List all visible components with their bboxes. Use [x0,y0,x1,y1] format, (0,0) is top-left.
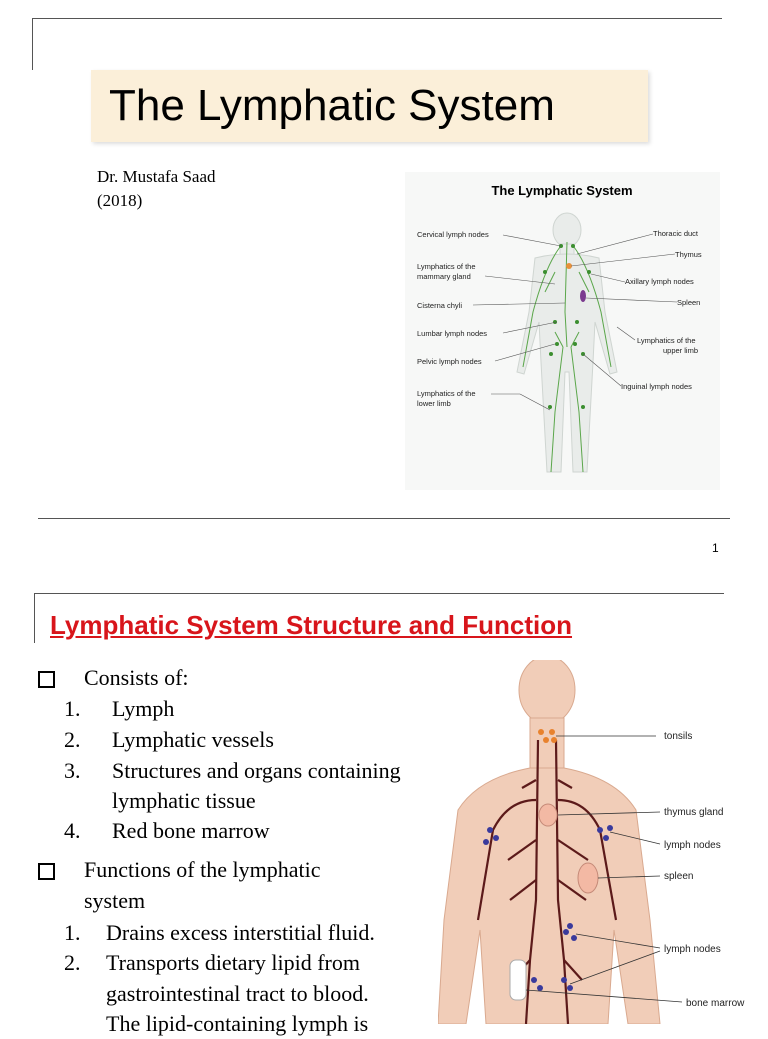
page-number: 1 [712,541,719,555]
svg-text:lower limb: lower limb [417,399,451,408]
list-item: Structures and organs containing [112,758,401,783]
label-lymph-nodes: lymph nodes [664,944,721,955]
checkbox-bullet-icon [38,863,55,880]
author-name: Dr. Mustafa Saad [97,167,216,186]
slide2-top-divider [34,593,724,594]
lymph-nodes [543,244,591,409]
lymph-node-clusters [483,825,613,991]
slide-title-box: The Lymphatic System [91,70,648,142]
list-item: Lymphatic vessels [112,727,274,752]
label-thymus-gland: thymus gland [664,807,723,818]
left-divider [32,18,33,70]
label-bone-marrow: bone marrow [686,998,745,1009]
leader-lines [472,233,678,411]
svg-text:Thymus: Thymus [675,250,702,259]
label-tonsils: tonsils [664,731,692,742]
svg-text:Cisterna chyli: Cisterna chyli [417,301,462,310]
slide2-title: Lymphatic System Structure and Function [50,610,573,640]
list-number: 4. [64,818,81,843]
svg-text:Lymphatics of the: Lymphatics of the [637,336,696,345]
author-year: (2018) [97,191,143,210]
spleen-icon [577,862,599,894]
lymphatic-system-figure: The Lymphatic System [405,172,720,490]
svg-text:Cervical lymph nodes: Cervical lymph nodes [417,230,489,239]
right-labels: Thoracic duct Thymus Axillary lymph node… [621,229,702,391]
svg-text:Inguinal lymph nodes: Inguinal lymph nodes [621,382,692,391]
list-number: 1. [64,696,81,721]
slide2-left-divider [34,593,35,643]
tonsils-icon [538,729,557,743]
section2-heading: Functions of the lymphatic [84,857,321,882]
svg-text:upper limb: upper limb [663,346,698,355]
svg-text:Lumbar lymph nodes: Lumbar lymph nodes [417,329,487,338]
left-labels: Cervical lymph nodes Lymphatics of the m… [417,230,489,408]
list-item: Lymph [112,696,175,721]
lymphatic-organs-figure: tonsils thymus gland lymph nodes spleen … [437,655,768,1025]
list-item: Red bone marrow [112,818,270,843]
svg-text:Spleen: Spleen [677,298,700,307]
label-spleen: spleen [664,871,693,882]
list-item-continuation: The lipid-containing lymph is [106,1011,369,1036]
author-block: Dr. Mustafa Saad (2018) [97,165,216,213]
figure-title: The Lymphatic System [491,183,632,198]
list-number: 3. [64,758,81,783]
svg-text:Lymphatics of the: Lymphatics of the [417,262,476,271]
list-item-continuation: gastrointestinal tract to blood. [106,981,369,1006]
leader-lines [525,735,683,1003]
bone-icon [509,959,527,1001]
thymus-icon [538,803,558,827]
list-item: Transports dietary lipid from [106,950,360,975]
top-divider [32,18,722,19]
label-lymph-nodes: lymph nodes [664,840,721,851]
list-item-continuation: lymphatic tissue [112,788,256,813]
torso-silhouette [437,655,661,1025]
list-number: 2. [64,727,81,752]
spleen-marker [580,290,586,302]
figure-labels: tonsils thymus gland lymph nodes spleen … [664,731,745,1009]
bottom-divider [38,518,730,519]
list-number: 2. [64,950,81,975]
svg-text:Thoracic duct: Thoracic duct [653,229,699,238]
list-item: Drains excess interstitial fluid. [106,920,375,945]
list-number: 1. [64,920,81,945]
svg-text:Axillary lymph nodes: Axillary lymph nodes [625,277,694,286]
slide-title: The Lymphatic System [109,81,555,130]
svg-text:mammary gland: mammary gland [417,272,471,281]
thymus-marker [566,263,572,269]
section1-heading: Consists of: [84,665,189,690]
svg-text:Pelvic lymph nodes: Pelvic lymph nodes [417,357,482,366]
svg-text:Lymphatics of the: Lymphatics of the [417,389,476,398]
checkbox-bullet-icon [38,671,55,688]
section2-heading-continuation: system [84,888,146,913]
